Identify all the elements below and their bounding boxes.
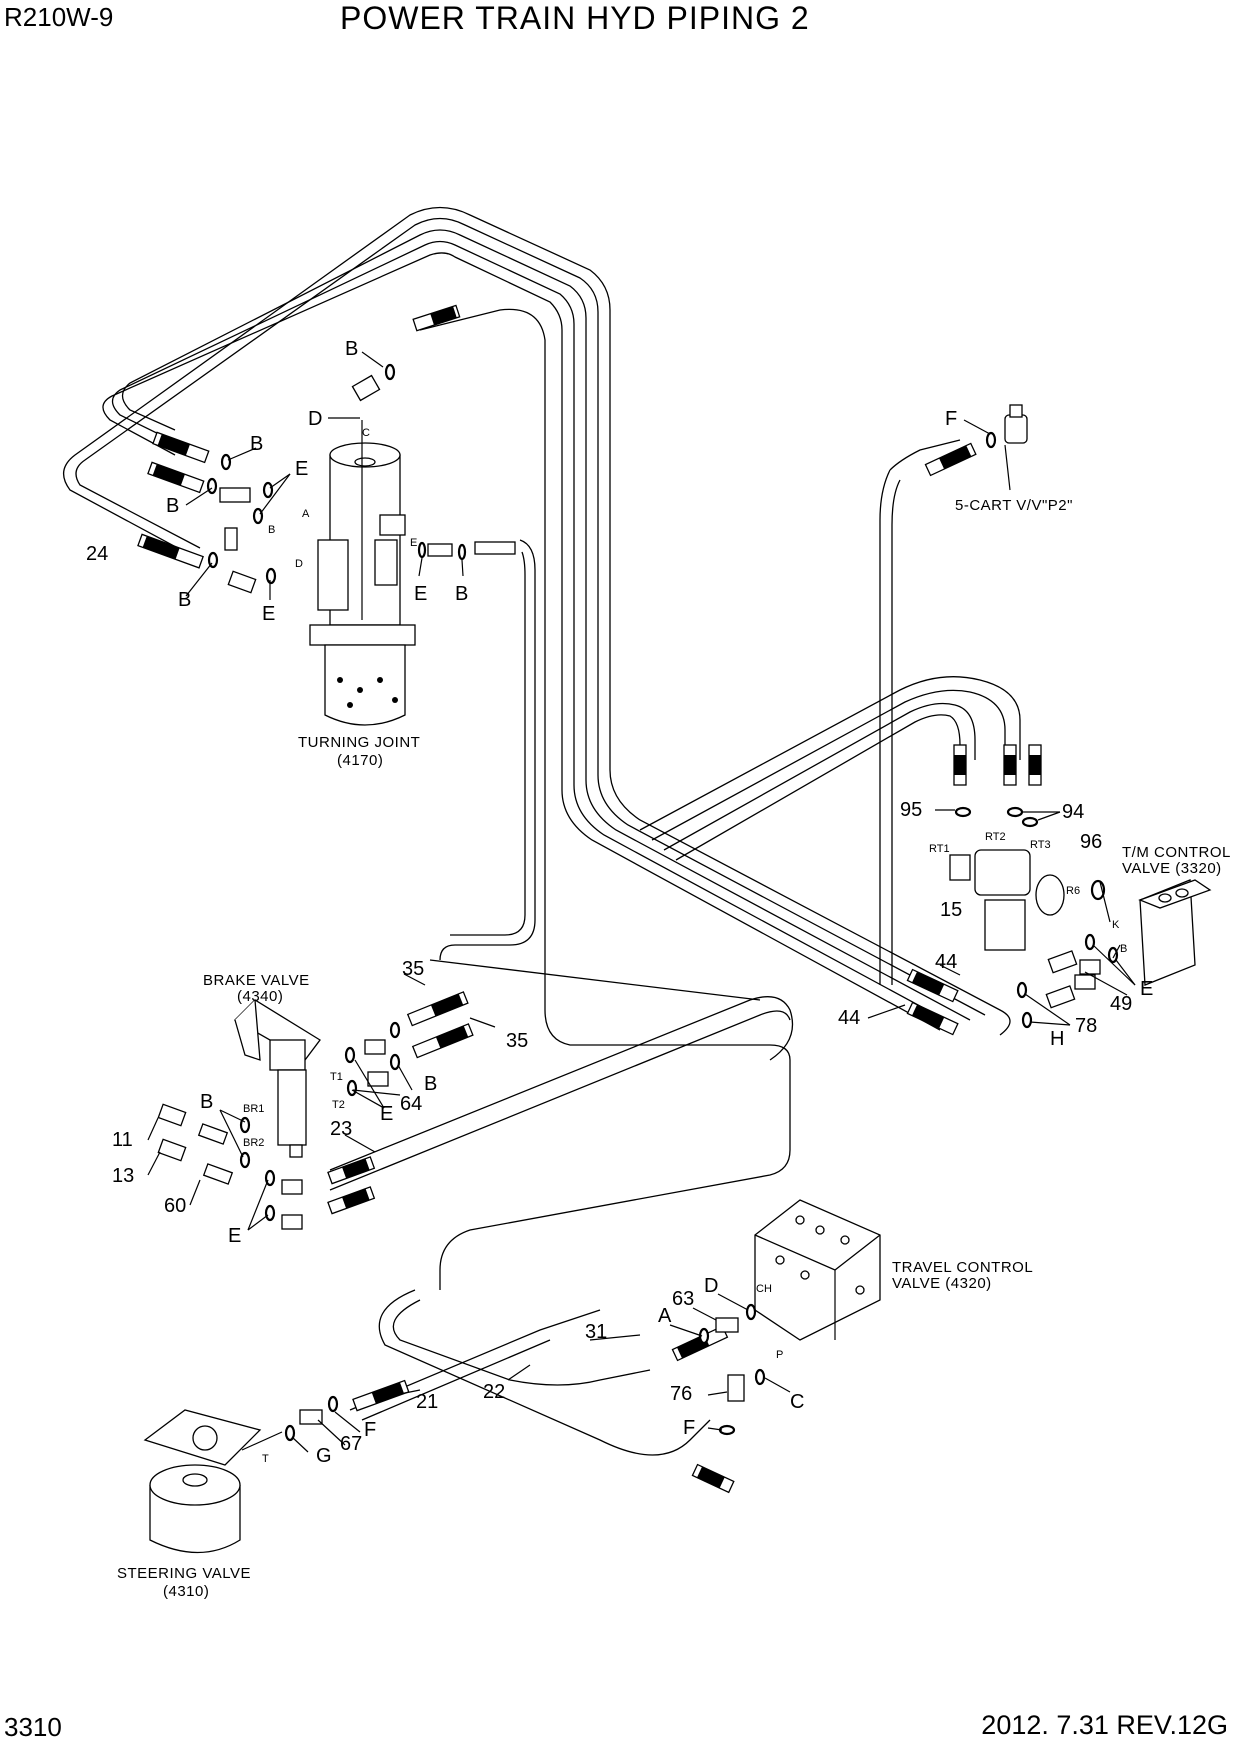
pipe-bundle-from-top-joint (419, 308, 791, 1290)
callout-e: E (414, 583, 427, 605)
callout-35: 35 (402, 958, 424, 980)
model-code: R210W-9 (4, 2, 114, 32)
callout-44: 44 (935, 951, 957, 973)
callout-c: C (790, 1391, 804, 1413)
callout-64: 64 (400, 1093, 422, 1115)
port-label: T1 (330, 1071, 343, 1083)
page-number: 3310 (4, 1712, 62, 1742)
callout-f: F (945, 408, 957, 430)
callout-35: 35 (506, 1030, 528, 1052)
pipe-bundle-lower (329, 959, 794, 1456)
adapters (157, 374, 1101, 1425)
callout-78: 78 (1075, 1015, 1097, 1037)
brake-valve (233, 999, 321, 1158)
callout-d: D (704, 1275, 718, 1297)
callout-e: E (1140, 978, 1153, 1000)
port-labels: C A B D E RT1 RT2 RT3 R6 K B T1 T2 BR1 B… (243, 427, 1127, 1465)
callout-24: 24 (86, 543, 108, 565)
callout-b: B (424, 1073, 437, 1095)
port-label: BR1 (243, 1103, 264, 1115)
tm-control-valve-name: T/M CONTROL (1122, 844, 1231, 861)
port-label: T2 (332, 1099, 345, 1111)
callout-67: 67 (340, 1433, 362, 1455)
callout-60: 60 (164, 1195, 186, 1217)
cart-valve-name: 5-CART V/V"P2" (955, 497, 1073, 514)
callout-e: E (295, 458, 308, 480)
callout-b: B (345, 338, 358, 360)
steering-valve-name: STEERING VALVE (117, 1565, 251, 1582)
callout-e: E (262, 603, 275, 625)
travel-control-valve (754, 1199, 881, 1341)
callout-49: 49 (1110, 993, 1132, 1015)
pipe-bundle-right-tm (639, 439, 1021, 985)
callout-f: F (683, 1417, 695, 1439)
turning-joint-name: TURNING JOINT (298, 734, 420, 751)
callout-76: 76 (670, 1383, 692, 1405)
port-label: CH (756, 1283, 772, 1295)
port-label: E (410, 537, 417, 549)
port-label: BR2 (243, 1137, 264, 1149)
port-label: K (1112, 919, 1120, 931)
cart-valve-fitting (1004, 404, 1028, 444)
port-label: RT1 (929, 843, 950, 855)
turning-joint-code: (4170) (337, 752, 383, 769)
callout-22: 22 (483, 1381, 505, 1403)
port-label: B (268, 524, 275, 536)
brake-valve-code: (4340) (237, 988, 283, 1005)
callout-31: 31 (585, 1321, 607, 1343)
page-title: POWER TRAIN HYD PIPING 2 (340, 0, 810, 36)
revision-date: 2012. 7.31 REV.12G (981, 1710, 1228, 1740)
callout-d: D (308, 408, 322, 430)
callout-b: B (166, 495, 179, 517)
rt-valve-assembly (949, 849, 1065, 951)
travel-control-valve-code: VALVE (4320) (892, 1275, 992, 1292)
callout-94: 94 (1062, 801, 1084, 823)
callout-13: 13 (112, 1165, 134, 1187)
hose-fittings (137, 304, 1042, 1494)
port-label: P (776, 1349, 783, 1361)
callout-44: 44 (838, 1007, 860, 1029)
port-label: D (295, 558, 303, 570)
port-label: RT2 (985, 831, 1006, 843)
steering-valve (143, 1409, 262, 1554)
callout-11: 11 (112, 1129, 133, 1151)
pipe-bundle-upper-left (63, 206, 1011, 1036)
steering-valve-code: (4310) (163, 1583, 209, 1600)
callout-b: B (200, 1091, 213, 1113)
callout-63: 63 (672, 1288, 694, 1310)
callout-b: B (178, 589, 191, 611)
callout-23: 23 (330, 1118, 352, 1140)
callout-b: B (455, 583, 468, 605)
port-label: RT3 (1030, 839, 1051, 851)
callouts: B D B E B 24 B E E B F 95 94 96 15 44 44… (86, 338, 1153, 1467)
turning-joint (309, 420, 416, 726)
port-label: A (302, 508, 310, 520)
callout-96: 96 (1080, 831, 1102, 853)
tm-control-valve (1138, 879, 1212, 986)
callout-b: B (250, 433, 263, 455)
leader-lines (147, 351, 1136, 1453)
callout-e: E (380, 1103, 393, 1125)
callout-f: F (364, 1419, 376, 1441)
callout-h: H (1050, 1028, 1064, 1050)
callout-g: G (316, 1445, 332, 1467)
travel-control-valve-name: TRAVEL CONTROL (892, 1259, 1033, 1276)
callout-e: E (228, 1225, 241, 1247)
brake-valve-name: BRAKE VALVE (203, 972, 310, 989)
callout-15: 15 (940, 899, 962, 921)
port-label: R6 (1066, 885, 1080, 897)
callout-21: 21 (416, 1391, 438, 1413)
port-label: C (362, 427, 370, 439)
port-label: T (262, 1453, 269, 1465)
o-rings (206, 363, 1119, 1442)
callout-a: A (658, 1305, 672, 1327)
callout-95: 95 (900, 799, 922, 821)
port-label: B (1120, 943, 1127, 955)
component-captions: TURNING JOINT (4170) BRAKE VALVE (4340) … (117, 497, 1231, 1600)
tm-control-valve-code: VALVE (3320) (1122, 860, 1222, 877)
